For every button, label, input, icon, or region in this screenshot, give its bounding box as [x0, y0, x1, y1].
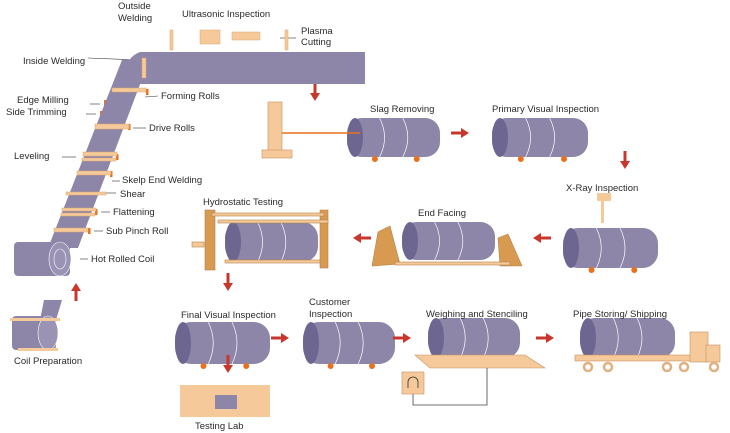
slag-pipe	[347, 117, 440, 162]
weighing-platform	[401, 354, 547, 406]
primary-pipe	[492, 117, 588, 162]
top-pipe	[126, 52, 366, 84]
flow-arrow	[223, 273, 233, 291]
flow-arrow	[271, 333, 289, 343]
label-end-facing: End Facing	[418, 208, 466, 219]
roller-mark	[88, 228, 91, 234]
label-flattening: Flattening	[113, 207, 155, 218]
coil	[14, 241, 72, 277]
flow-arrow	[451, 128, 469, 138]
hydrostatic-frame	[191, 209, 329, 271]
label-outside-welding: Outside	[118, 1, 151, 12]
pointer-line	[144, 95, 159, 98]
roller-mark	[146, 89, 149, 95]
testing-lab	[180, 385, 270, 417]
label-plasma-cutting: Plasma	[301, 26, 333, 37]
flow-arrow	[536, 333, 554, 343]
label-xray-inspection: X-Ray Inspection	[566, 183, 638, 194]
forming-line	[10, 29, 366, 351]
hydro-pipe	[225, 221, 318, 263]
label-hydrostatic-testing: Hydrostatic Testing	[203, 197, 283, 208]
label-skelp-end-welding: Skelp End Welding	[122, 175, 202, 186]
label-forming-rolls: Forming Rolls	[161, 91, 220, 102]
flow-arrow	[71, 283, 81, 301]
label-ultrasonic-inspection: Ultrasonic Inspection	[182, 9, 270, 20]
slag-removing-tool	[261, 101, 360, 159]
label-weighing-and-stenciling: Weighing and Stenciling	[426, 309, 528, 320]
label-customer-inspection-2: Inspection	[309, 309, 352, 320]
truck	[574, 331, 721, 373]
flow-arrow	[620, 151, 630, 169]
labels: Outside Welding Ultrasonic Inspection Pl…	[6, 1, 667, 432]
label-pipe-storing-shipping: Pipe Storing/ Shipping	[573, 309, 667, 320]
label-slag-removing: Slag Removing	[370, 104, 434, 115]
label-hot-rolled-coil: Hot Rolled Coil	[91, 254, 154, 265]
flow-arrow	[393, 333, 411, 343]
roller-mark	[116, 154, 119, 160]
label-edge-milling: Edge Milling	[17, 95, 69, 106]
label-side-trimming: Side Trimming	[6, 107, 67, 118]
coil-preparation-unit	[10, 300, 62, 351]
label-customer-inspection: Customer	[309, 297, 350, 308]
customer-pipe	[303, 321, 395, 369]
weighing-pipe	[428, 317, 520, 359]
label-sub-pinch-roll: Sub Pinch Roll	[106, 226, 168, 237]
xray-unit	[597, 193, 611, 223]
flow-arrow	[533, 233, 551, 243]
label-outside-welding-2: Welding	[118, 13, 152, 24]
end-facing-pipe	[402, 221, 495, 261]
flow-arrow	[310, 83, 320, 101]
label-coil-preparation: Coil Preparation	[14, 356, 82, 367]
label-final-visual-inspection: Final Visual Inspection	[181, 310, 276, 321]
flow-arrow	[223, 355, 233, 373]
label-plasma-cutting-2: Cutting	[301, 37, 331, 48]
flow-arrow	[353, 233, 371, 243]
label-testing-lab: Testing Lab	[195, 421, 244, 432]
label-inside-welding: Inside Welding	[23, 56, 85, 67]
roller-mark	[95, 209, 98, 215]
end-facing-machine	[371, 225, 523, 267]
label-primary-visual-inspection: Primary Visual Inspection	[492, 104, 599, 115]
label-shear: Shear	[120, 189, 145, 200]
label-drive-rolls: Drive Rolls	[149, 123, 195, 134]
roll-bars	[53, 29, 289, 233]
label-leveling: Leveling	[14, 151, 49, 162]
xray-pipe	[563, 227, 658, 273]
shipping-pipe	[580, 317, 675, 359]
final-pipe	[175, 321, 270, 369]
